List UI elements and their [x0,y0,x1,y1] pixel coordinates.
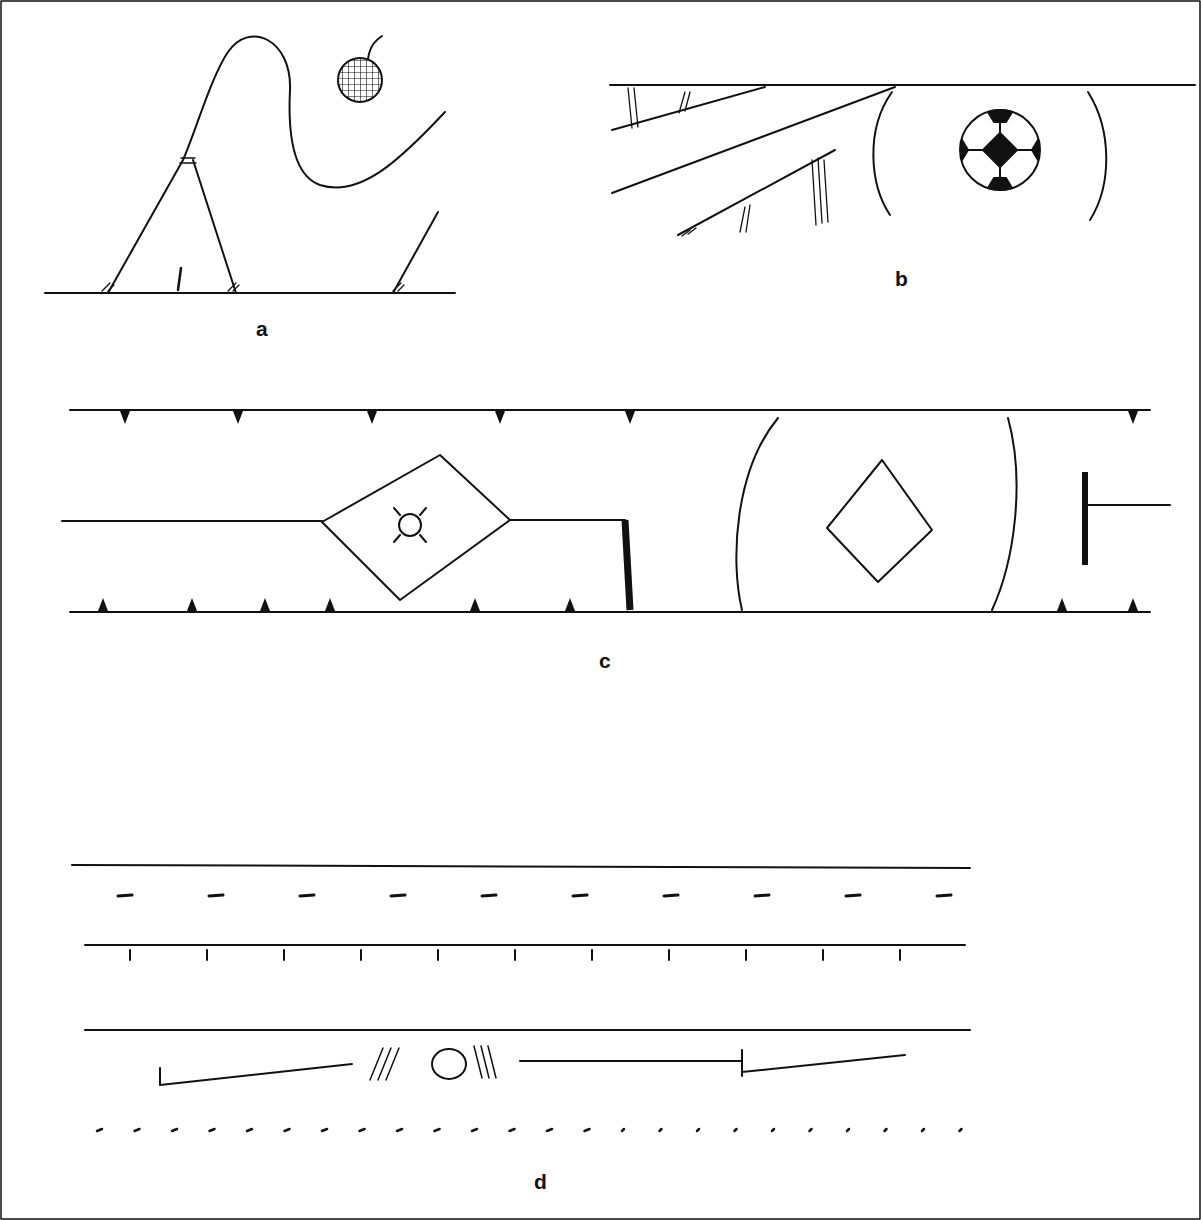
tick-row [130,950,900,960]
dash [118,895,132,896]
dot [660,1129,662,1131]
panel-letter: a [256,318,268,339]
tooth [495,411,505,424]
dash [846,895,860,896]
tick [437,950,439,960]
dot [585,1129,590,1131]
dot [960,1129,962,1131]
dot [622,1129,624,1131]
dot [885,1129,887,1131]
dot [435,1129,440,1131]
dot [810,1129,812,1131]
tooth [1128,598,1138,611]
dash [482,895,496,896]
tooth [98,598,108,611]
tooth [565,598,575,611]
dot [172,1129,177,1131]
panel-d-figure [72,865,970,1131]
dot [847,1129,849,1131]
tick [360,950,362,960]
tick [514,950,516,960]
dash [209,895,223,896]
panel-c-figure [62,410,1170,612]
dot [247,1129,252,1131]
tick [591,950,593,960]
tooth [325,598,335,611]
dash-row [118,895,951,896]
dash [391,895,405,896]
tick [283,950,285,960]
dot [735,1129,737,1131]
dash [664,895,678,896]
dash [937,895,951,896]
tooth [1128,411,1138,424]
tooth [233,411,243,424]
dot [360,1129,365,1131]
tick [822,950,824,960]
tooth [120,411,130,424]
dot [922,1129,924,1131]
panel-b-figure [610,85,1195,236]
dot [397,1129,402,1131]
dot [97,1129,102,1131]
tooth [260,598,270,611]
tooth [1057,598,1067,611]
panel-letter: d [534,1171,547,1192]
dot [285,1129,290,1131]
tick [129,950,131,960]
dot [697,1129,699,1131]
tooth [367,411,377,424]
panel-letter: c [599,650,611,671]
dash [300,895,314,896]
tick [745,950,747,960]
panel-a-figure [45,36,455,293]
tick [668,950,670,960]
tick [899,950,901,960]
dot [322,1129,327,1131]
dot [135,1129,140,1131]
tooth [625,411,635,424]
dash [755,895,769,896]
dash [573,895,587,896]
bank-teeth [98,411,1138,611]
panel-letter: b [895,268,908,289]
dot [772,1129,774,1131]
dot-row [97,1129,962,1131]
dot [510,1129,515,1131]
dot [547,1129,552,1131]
dot [472,1129,477,1131]
tick [206,950,208,960]
tooth [187,598,197,611]
dot [210,1129,215,1131]
tooth [470,598,480,611]
